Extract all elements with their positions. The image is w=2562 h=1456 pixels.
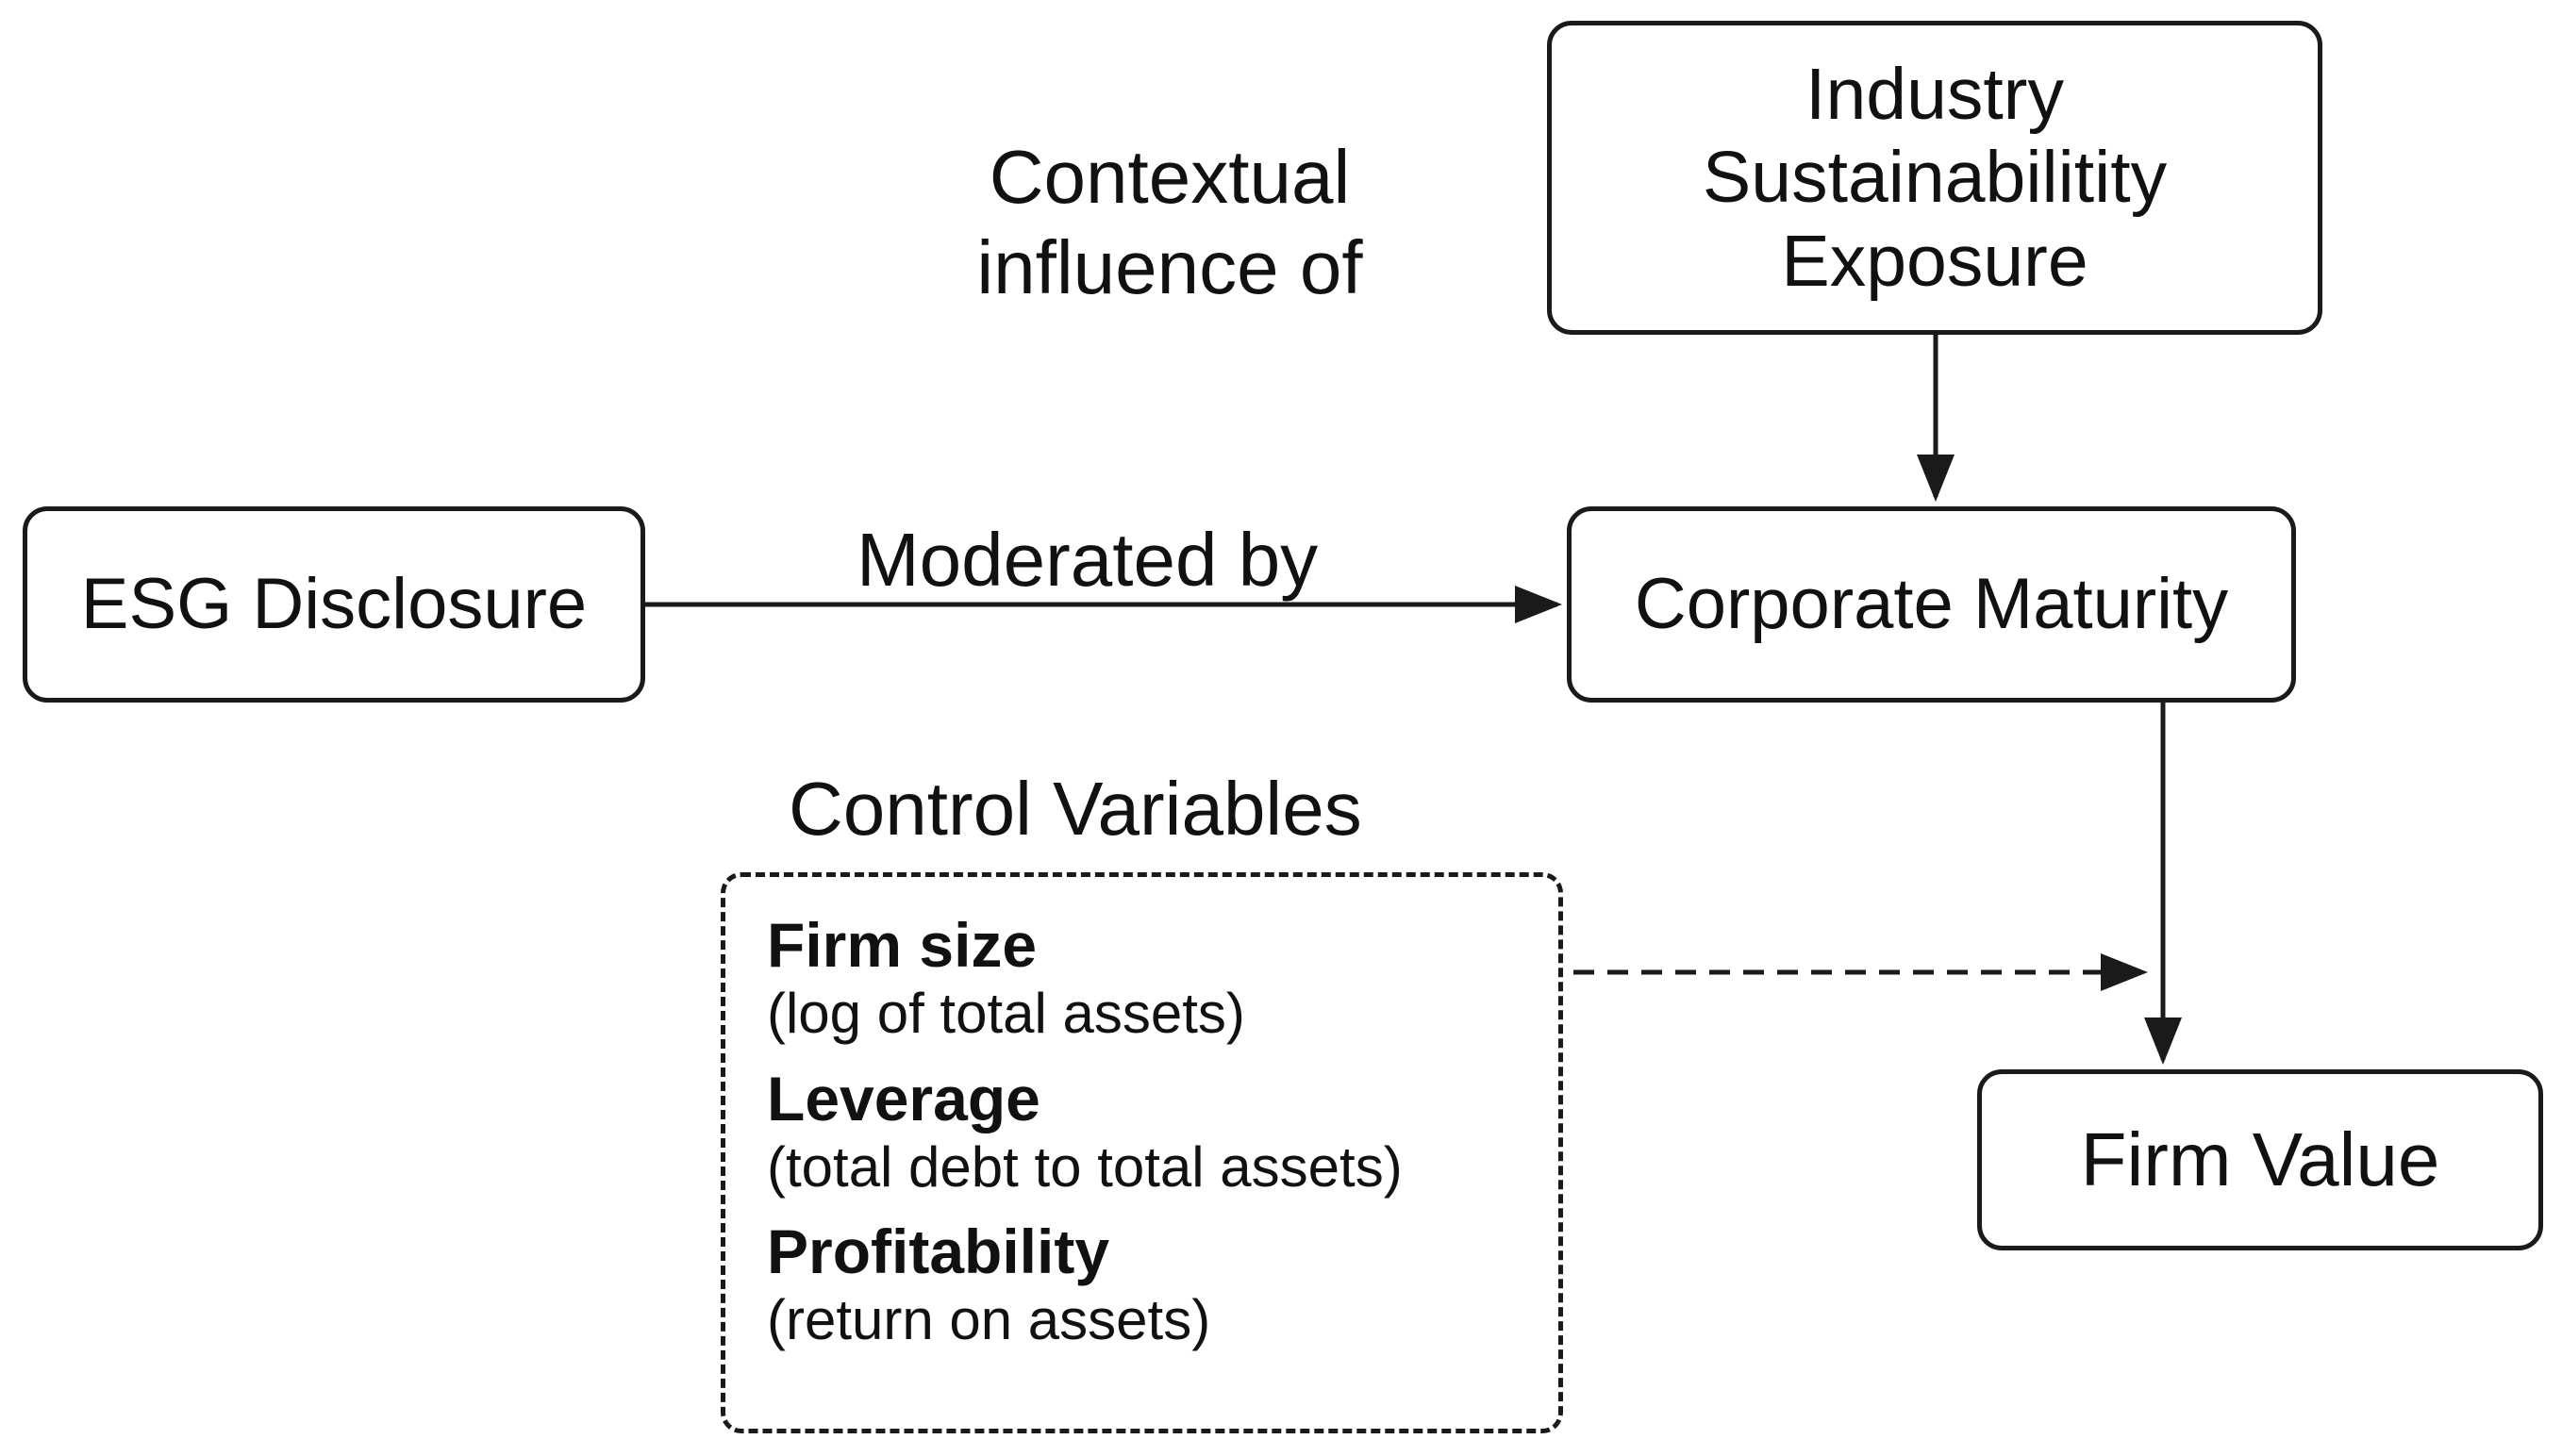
node-industry-line-1: Industry	[1805, 53, 2064, 135]
control-variable-item: Profitability (return on assets)	[767, 1216, 1558, 1354]
node-esg-label: ESG Disclosure	[80, 564, 588, 645]
node-industry-sustainability-exposure: Industry Sustainabilitity Exposure	[1547, 21, 2322, 335]
node-firm-value: Firm Value	[1977, 1069, 2543, 1250]
node-esg-disclosure: ESG Disclosure	[23, 506, 645, 703]
control-variable-name: Firm size	[767, 910, 1038, 980]
control-variable-description: (return on assets)	[767, 1288, 1211, 1352]
node-corporate-maturity: Corporate Maturity	[1567, 506, 2296, 703]
node-maturity-label: Corporate Maturity	[1634, 564, 2229, 645]
node-firm-value-label: Firm Value	[2080, 1117, 2440, 1201]
control-variable-description: (total debt to total assets)	[767, 1134, 1403, 1199]
control-variables-box: Firm size (log of total assets) Leverage…	[721, 872, 1563, 1433]
label-control-variables: Control Variables	[789, 767, 1362, 851]
node-industry-line-3: Exposure	[1781, 220, 2088, 302]
label-moderated-by: Moderated by	[857, 518, 1319, 602]
control-variable-item: Firm size (log of total assets)	[767, 910, 1558, 1048]
control-variable-name: Leverage	[767, 1063, 1040, 1133]
control-variable-name: Profitability	[767, 1216, 1110, 1287]
label-contextual-line-2: influence of	[976, 225, 1363, 309]
label-contextual-line-1: Contextual	[989, 135, 1351, 219]
control-variable-description: (log of total assets)	[767, 981, 1245, 1045]
node-industry-line-2: Sustainabilitity	[1702, 137, 2168, 219]
label-contextual-influence: Contextual influence of	[934, 132, 1406, 313]
control-variable-item: Leverage (total debt to total assets)	[767, 1063, 1558, 1201]
